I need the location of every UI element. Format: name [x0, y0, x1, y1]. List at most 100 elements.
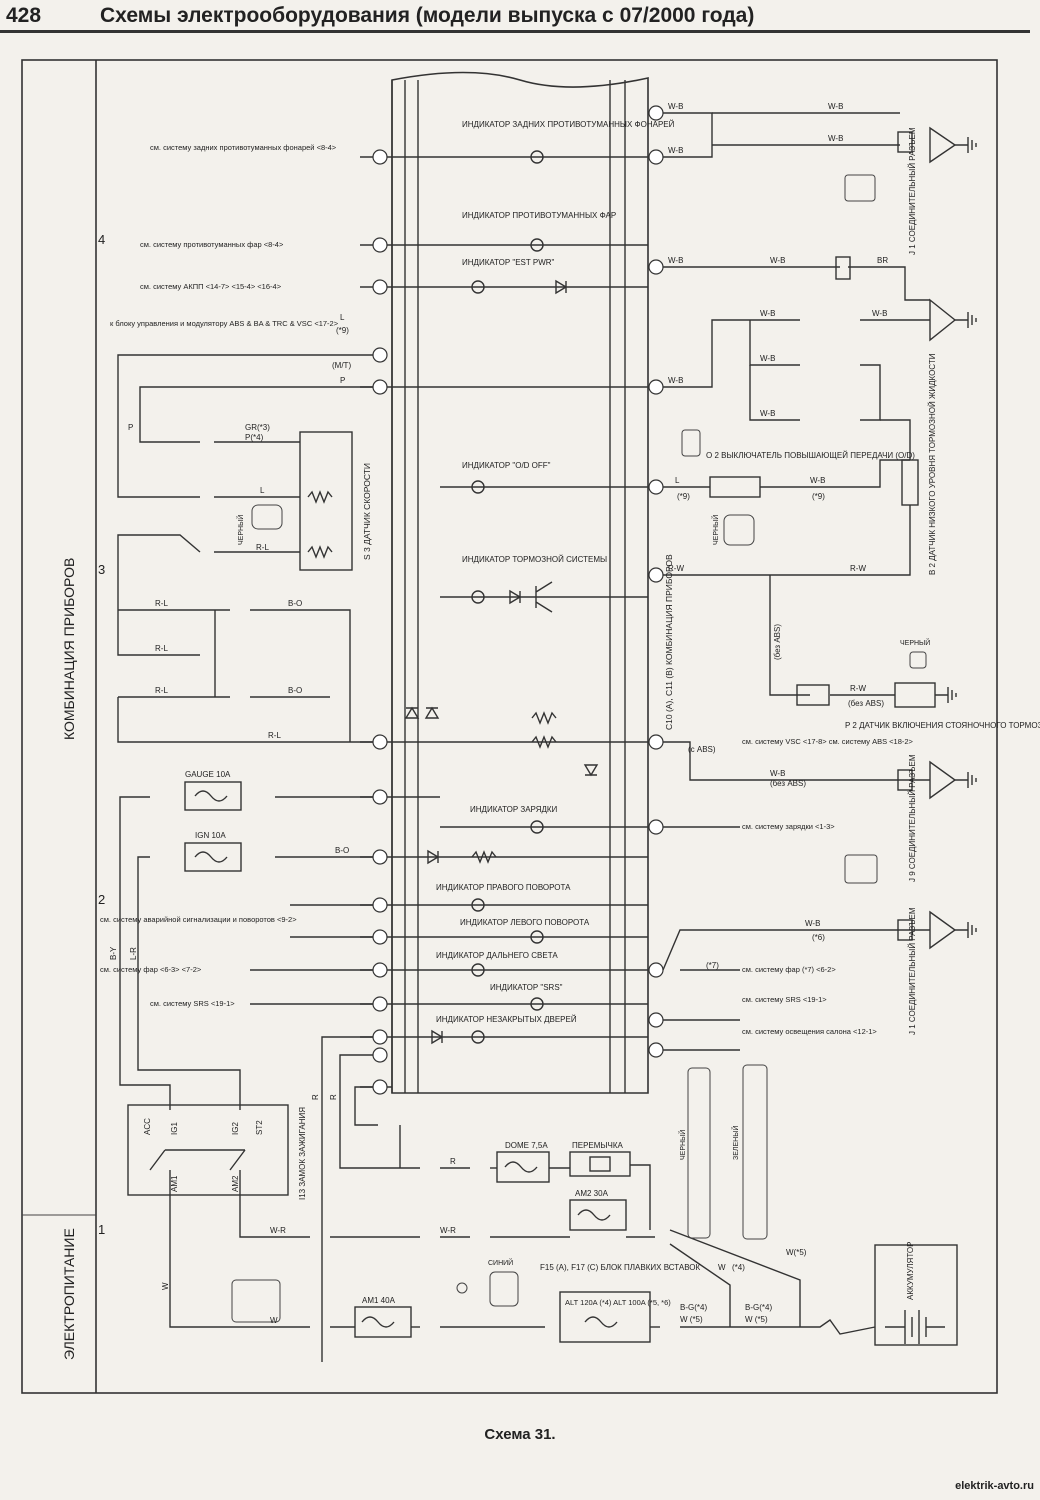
ignition-contacts	[149, 1149, 246, 1171]
battery-box	[874, 1244, 958, 1346]
fuse-symbols	[184, 781, 651, 1343]
label-ignition: I13 ЗАМОК ЗАЖИГАНИЯ	[298, 1107, 307, 1200]
sw-am2: AM2	[231, 1175, 240, 1192]
svg-text:BR: BR	[877, 256, 888, 265]
svg-text:L-R: L-R	[129, 947, 138, 960]
svg-text:W-B: W-B	[872, 309, 887, 318]
svg-text:(*9): (*9)	[677, 492, 690, 501]
label-connector-j1-top: J 1 СОЕДИНИТЕЛЬНЫЙ РАЗЪЕМ	[908, 127, 917, 255]
sw-ig1: IG1	[170, 1122, 179, 1135]
svg-text:W-B: W-B	[760, 409, 775, 418]
right-wiring	[662, 112, 930, 1051]
ref-srs-right: см. систему SRS <19-1>	[742, 995, 827, 1004]
zone-3: 3	[98, 562, 105, 577]
svg-text:W-B: W-B	[668, 376, 683, 385]
svg-text:(без ABS): (без ABS)	[848, 699, 884, 708]
label-doors: ИНДИКАТОР НЕЗАКРЫТЫХ ДВЕРЕЙ	[436, 1015, 577, 1024]
wire-color-labels: W-B W-B W-B W-B W-B W-B W-B W-B W-B W-B …	[109, 102, 888, 1325]
ref-akpp: см. систему АКПП <14-7> <15-4> <16-4>	[140, 282, 282, 291]
label-black-od: ЧЕРНЫЙ	[711, 515, 720, 545]
label-blue-f17: СИНИЙ	[488, 1258, 513, 1267]
label-black-p2: ЧЕРНЫЙ	[900, 638, 930, 647]
svg-text:R-L: R-L	[155, 599, 168, 608]
label-charge: ИНДИКАТОР ЗАРЯДКИ	[470, 805, 558, 814]
sw-st2: ST2	[255, 1120, 264, 1135]
svg-text:R-L: R-L	[268, 731, 281, 740]
svg-text:(без ABS): (без ABS)	[773, 624, 782, 660]
section-label-power: ЭЛЕКТРОПИТАНИЕ	[61, 1228, 77, 1360]
svg-text:R-L: R-L	[155, 686, 168, 695]
figure-caption: Схема 31.	[484, 1426, 556, 1443]
svg-text:W-B: W-B	[810, 476, 825, 485]
svg-text:(*7): (*7)	[706, 961, 719, 970]
label-od-switch: O 2 ВЫКЛЮЧАТЕЛЬ ПОВЫШАЮЩЕЙ ПЕРЕДАЧИ (O/D…	[706, 451, 915, 460]
zone-1: 1	[98, 1222, 105, 1237]
label-black-c10: ЧЕРНЫЙ	[678, 1130, 687, 1160]
zone-4: 4	[98, 232, 105, 247]
label-fuse-dome: DOME 7,5A	[505, 1141, 548, 1150]
label-front-fog: ИНДИКАТОР ПРОТИВОТУМАННЫХ ФАР	[462, 211, 616, 220]
svg-text:B-G(*4): B-G(*4)	[680, 1303, 707, 1312]
svg-text:W: W	[270, 1316, 278, 1325]
svg-text:(*9): (*9)	[336, 326, 349, 335]
sw-acc: ACC	[143, 1118, 152, 1135]
svg-text:W(*5): W(*5)	[786, 1248, 807, 1257]
ref-fog-sys: см. систему противотуманных фар <8-4>	[140, 240, 284, 249]
indicator-lamps	[471, 150, 544, 1044]
power-wiring	[169, 1125, 876, 1335]
svg-text:(*4): (*4)	[732, 1263, 745, 1272]
svg-text:W-B: W-B	[760, 354, 775, 363]
label-right-turn: ИНДИКАТОР ПРАВОГО ПОВОРОТА	[436, 883, 571, 892]
svg-text:B-G(*4): B-G(*4)	[745, 1303, 772, 1312]
label-fuse-am1: AM1 40A	[362, 1296, 396, 1305]
sw-am1: AM1	[170, 1175, 179, 1192]
label-black-s3: ЧЕРНЫЙ	[236, 515, 245, 545]
svg-text:GR(*3): GR(*3)	[245, 423, 270, 432]
ref-lights-right: см. систему фар (*7) <6-2>	[742, 965, 836, 974]
label-fuse-block: F15 (A), F17 (C) БЛОК ПЛАВКИХ ВСТАВОК	[540, 1263, 701, 1272]
label-brake: ИНДИКАТОР ТОРМОЗНОЙ СИСТЕМЫ	[462, 555, 607, 564]
svg-text:(без ABS): (без ABS)	[770, 779, 806, 788]
svg-text:P: P	[128, 423, 133, 432]
label-connector-j1-bottom: J 1 СОЕДИНИТЕЛЬНЫЙ РАЗЪЕМ	[908, 907, 917, 1035]
page-number: 428	[6, 4, 42, 27]
label-connector-j9: J 9 СОЕДИНИТЕЛЬНЫЙ РАЗЪЕМ	[908, 754, 917, 882]
ref-srs-left: см. систему SRS <19-1>	[150, 999, 235, 1008]
label-high-beam: ИНДИКАТОР ДАЛЬНЕГО СВЕТА	[436, 951, 558, 960]
svg-text:R: R	[329, 1094, 338, 1100]
left-wiring	[117, 354, 378, 1362]
ref-charging: см. систему зарядки <1-3>	[742, 822, 835, 831]
section-label-instrument: КОМБИНАЦИЯ ПРИБОРОВ	[61, 558, 77, 740]
label-fuse-ign: IGN 10A	[195, 831, 226, 840]
svg-text:W: W	[718, 1263, 726, 1272]
svg-text:B-Y: B-Y	[109, 946, 118, 960]
svg-text:W-B: W-B	[805, 919, 820, 928]
svg-text:W-B: W-B	[668, 256, 683, 265]
meter-pins-left	[372, 149, 388, 1095]
svg-text:R-W: R-W	[668, 564, 684, 573]
svg-text:(M/T): (M/T)	[332, 361, 351, 370]
label-battery: АККУМУЛЯТОР	[906, 1242, 915, 1300]
brake-transistor	[535, 581, 553, 613]
ref-vsc: см. систему VSC <17-8> см. систему ABS <…	[742, 737, 914, 746]
ignition-switch-box	[127, 1104, 289, 1196]
label-green-c11: ЗЕЛЕНЫЙ	[731, 1126, 740, 1160]
svg-text:R: R	[450, 1157, 456, 1166]
svg-text:W-B: W-B	[828, 134, 843, 143]
svg-text:L: L	[340, 313, 345, 322]
sw-ig2: IG2	[231, 1122, 240, 1135]
meter-wires	[360, 156, 648, 1088]
svg-text:(*6): (*6)	[812, 933, 825, 942]
combo-meter-body	[391, 71, 649, 1094]
svg-text:R: R	[311, 1094, 320, 1100]
ref-abs-block: к блоку управления и модулятору ABS & BA…	[110, 319, 339, 328]
svg-text:R-W: R-W	[850, 684, 866, 693]
ref-interior: см. систему освещения салона <12-1>	[742, 1027, 877, 1036]
svg-text:L: L	[260, 486, 265, 495]
ref-hazard: см. систему аварийной сигнализации и пов…	[100, 915, 297, 924]
label-rear-fog: ИНДИКАТОР ЗАДНИХ ПРОТИВОТУМАННЫХ ФОНАРЕЙ	[462, 120, 675, 129]
ref-lights-left: см. систему фар <6-3> <7-2>	[100, 965, 202, 974]
svg-text:W-R: W-R	[440, 1226, 456, 1235]
svg-text:R-W: R-W	[850, 564, 866, 573]
label-fuse-gauge: GAUGE 10A	[185, 770, 231, 779]
